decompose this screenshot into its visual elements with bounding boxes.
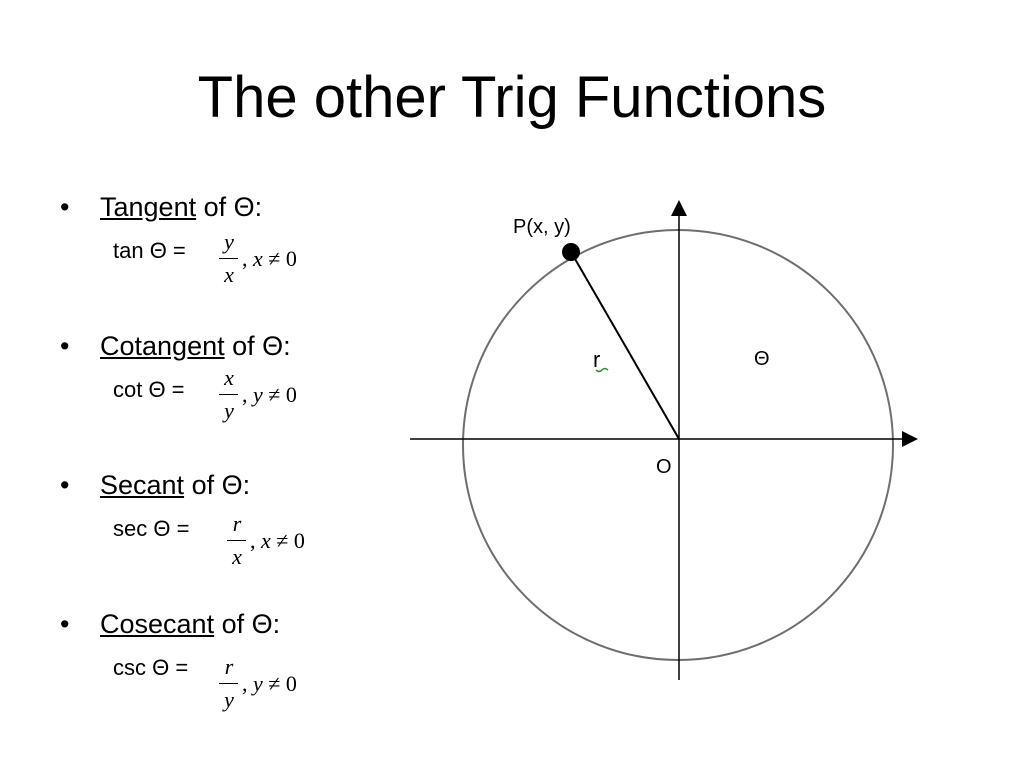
slide-title: The other Trig Functions [197,65,827,130]
fraction-cot: x y [214,366,244,423]
condition-tan: , x ≠ 0 [242,246,297,272]
bullet-term: Secant [100,470,185,500]
bullet-suffix: of Θ: [214,609,281,639]
condition-var: y [253,382,263,407]
fraction-numerator: y [224,229,234,254]
equation-label-csc: csc Θ = [113,655,189,680]
equation-label-sec: sec Θ = [113,516,190,541]
bullet-glyph: • [60,192,70,222]
bullet-suffix: of Θ: [196,192,263,222]
point-label: P(x, y) [513,216,571,238]
fraction-numerator: r [224,654,234,679]
comma: , [250,528,256,553]
condition-rest: ≠ 0 [262,671,297,696]
bullet-term: Cosecant [100,609,215,639]
bullet-term: Tangent [100,192,197,222]
condition-var: x [253,246,263,271]
bullet-cosecant: • Cosecant of Θ: [60,607,280,641]
fraction-denominator: y [224,398,234,423]
comma: , [242,382,248,407]
bullet-cotangent: • Cotangent of Θ: [60,329,291,363]
fraction-denominator: x [224,262,234,287]
fraction-bar [219,683,238,684]
fraction-bar [219,258,238,259]
fraction-numerator: x [224,365,234,390]
condition-rest: ≠ 0 [262,382,297,407]
radius-line [570,251,680,440]
circle [462,229,894,661]
radius-mark-icon [595,367,609,373]
origin-label: O [656,456,672,478]
condition-sec: , x ≠ 0 [250,528,305,554]
fraction-csc: r y [214,655,244,712]
condition-csc: , y ≠ 0 [242,671,297,697]
angle-label: Θ [754,348,770,370]
fraction-bar [219,394,238,395]
condition-rest: ≠ 0 [262,246,297,271]
condition-var: y [253,671,263,696]
fraction-denominator: y [224,687,234,712]
bullet-secant: • Secant of Θ: [60,468,250,502]
fraction-numerator: r [232,511,242,536]
bullet-tangent: • Tangent of Θ: [60,190,262,224]
comma: , [242,671,248,696]
fraction-sec: r x [222,512,252,569]
fraction-denominator: x [232,544,242,569]
condition-cot: , y ≠ 0 [242,382,297,408]
bullet-suffix: of Θ: [224,331,291,361]
fraction-bar [227,540,246,541]
radius-label: r [593,347,601,372]
x-axis-arrow-icon [902,431,918,447]
bullet-glyph: • [60,331,70,361]
condition-rest: ≠ 0 [270,528,305,553]
bullet-glyph: • [60,609,70,639]
equation-label-tan: tan Θ = [113,238,186,263]
y-axis-arrow-icon [671,200,687,216]
bullet-glyph: • [60,470,70,500]
bullet-suffix: of Θ: [184,470,251,500]
condition-var: x [261,528,271,553]
fraction-tan: y x [214,230,244,287]
equation-label-cot: cot Θ = [113,377,185,402]
bullet-term: Cotangent [100,331,225,361]
comma: , [242,246,248,271]
point-p-dot [562,243,580,261]
